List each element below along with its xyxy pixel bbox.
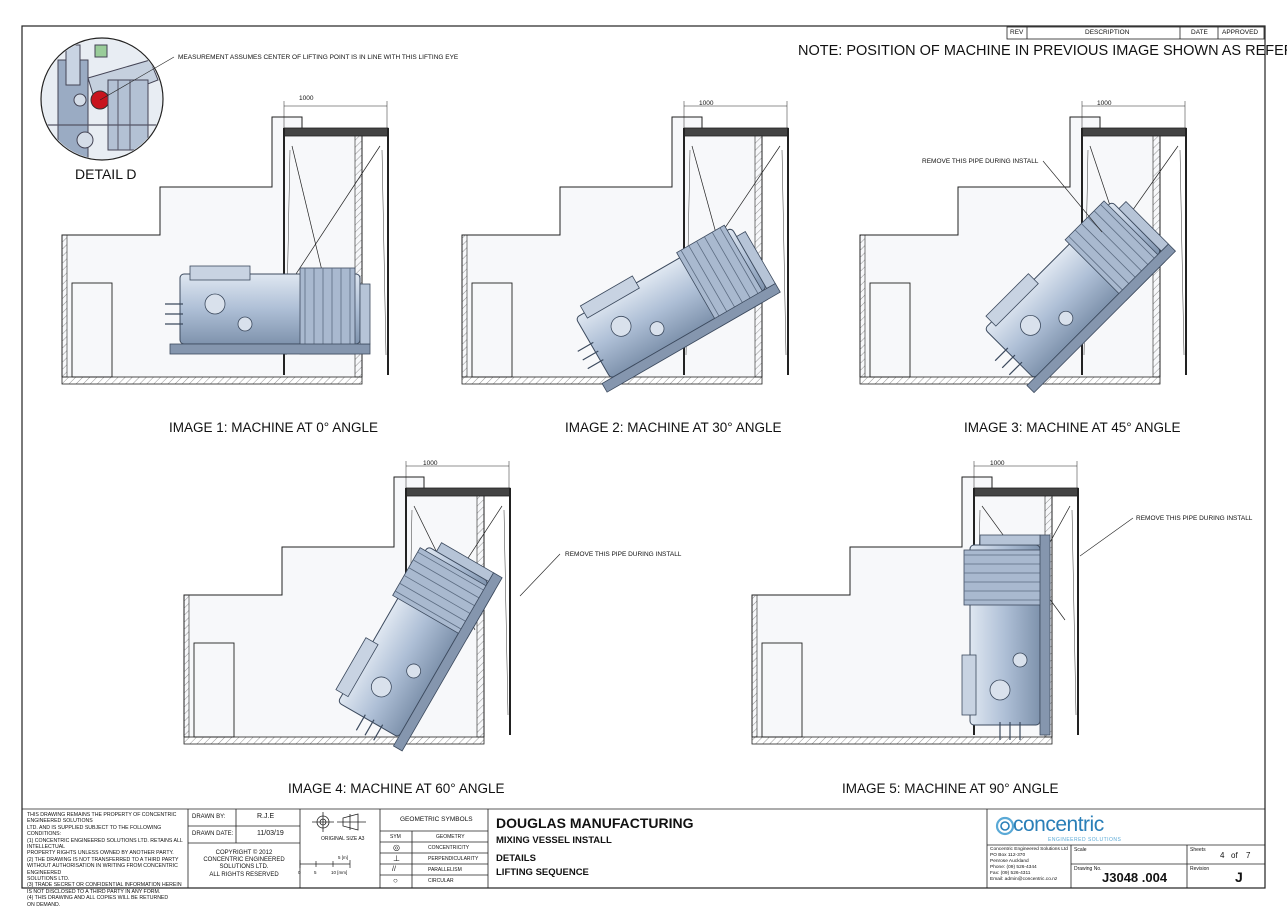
scale-bar-tick-2: 10 [mm] bbox=[331, 870, 348, 875]
concentric-logo-icon bbox=[995, 816, 1015, 836]
disclaimer-line: (4) THIS DRAWING AND ALL COPIES WILL BE … bbox=[27, 895, 169, 902]
image-5-caption: IMAGE 5: MACHINE AT 90° ANGLE bbox=[842, 781, 1059, 796]
disclaimer-line: WITHOUT AUTHORISATION IN WRITING FROM CO… bbox=[27, 863, 178, 876]
disclaimer-line: PROPERTY RIGHTS UNLESS OWNED BY ANOTHER … bbox=[27, 850, 174, 857]
detail-label: DETAIL D bbox=[75, 166, 137, 182]
detail-callout: MEASUREMENT ASSUMES CENTER OF LIFTING PO… bbox=[178, 54, 459, 61]
image-2-caption: IMAGE 2: MACHINE AT 30° ANGLE bbox=[565, 420, 782, 435]
lifting-scene-3 bbox=[859, 101, 1187, 394]
mixing-vessel-4 bbox=[335, 542, 503, 752]
disclaimer-text: THIS DRAWING REMAINS THE PROPERTY OF CON… bbox=[27, 812, 185, 908]
drawn-by-value: R.J.E bbox=[257, 813, 275, 820]
date-header: DATE bbox=[1191, 29, 1208, 36]
image-4-dimension: 1000 bbox=[423, 460, 438, 467]
disclaimer-line: (2) THE DRAWING IS NOT TRANSFERRED TO A … bbox=[27, 856, 179, 863]
company-line: Concentric Engineered Solutions Ltd bbox=[990, 847, 1068, 852]
copyright-line: CONCENTRIC ENGINEERED bbox=[203, 857, 285, 864]
geom-circular: CIRCULAR bbox=[428, 878, 454, 884]
company-line: PO Box 112-370 bbox=[990, 853, 1026, 858]
sym-parallelism: // bbox=[392, 866, 396, 873]
image-1-dimension: 1000 bbox=[299, 95, 314, 102]
drawn-date-value: 11/03/19 bbox=[257, 830, 284, 837]
geom-parallelism: PARALLELISM bbox=[428, 867, 462, 873]
disclaimer-line: IS NOT DISCLOSED TO A THIRD PARTY IN ANY… bbox=[27, 888, 161, 895]
scale-bar-tick-0: 0 bbox=[298, 870, 301, 875]
sheets-label: Sheets bbox=[1190, 847, 1206, 853]
sym-concentricity: ◎ bbox=[393, 843, 400, 852]
client-name: DOUGLAS MANUFACTURING bbox=[496, 815, 694, 831]
image-4-caption: IMAGE 4: MACHINE AT 60° ANGLE bbox=[288, 781, 505, 796]
company-line: Penrose Auckland bbox=[990, 859, 1029, 864]
image-3-pipe-callout: REMOVE THIS PIPE DURING INSTALL bbox=[922, 158, 1039, 165]
image-5-dimension: 1000 bbox=[990, 460, 1005, 467]
revision-table bbox=[1006, 26, 1265, 40]
company-line: Email: admin@concentric.co.nz bbox=[990, 877, 1058, 882]
geometry-header: GEOMETRY bbox=[436, 834, 465, 840]
mixing-vessel-2 bbox=[576, 224, 781, 393]
geom-concentricity: CONCENTRICITY bbox=[428, 845, 470, 851]
lifting-scene-4 bbox=[183, 461, 561, 752]
scale-bar-icon bbox=[299, 860, 351, 868]
sheet-of: of bbox=[1231, 851, 1238, 860]
sheet-total: 7 bbox=[1246, 851, 1251, 860]
mixing-vessel-1 bbox=[165, 265, 371, 355]
projection-symbol-icon bbox=[312, 812, 366, 832]
scale-label: Scale bbox=[1074, 847, 1087, 853]
geometric-symbols-title: GEOMETRIC SYMBOLS bbox=[400, 816, 473, 823]
sheet-border bbox=[21, 25, 1266, 889]
mixing-vessel-5 bbox=[961, 534, 1051, 740]
disclaimer-line: (3) TRADE SECRET OR CONFIDENTIAL INFORMA… bbox=[27, 882, 182, 889]
reference-note: NOTE: POSITION OF MACHINE IN PREVIOUS IM… bbox=[798, 43, 1287, 59]
disclaimer-line: THIS DRAWING REMAINS THE PROPERTY OF CON… bbox=[27, 812, 177, 825]
drawing-title-line-2: LIFTING SEQUENCE bbox=[496, 867, 589, 878]
original-size-label: ORIGINAL SIZE A3 bbox=[321, 836, 365, 842]
sheet-number: 4 bbox=[1220, 851, 1225, 860]
logo-wordmark: concentric bbox=[1013, 813, 1104, 836]
image-4-pipe-callout: REMOVE THIS PIPE DURING INSTALL bbox=[565, 551, 682, 558]
disclaimer-line: ON DEMAND. bbox=[27, 901, 61, 908]
drawing-no-label: Drawing No. bbox=[1074, 866, 1102, 872]
company-line: Phone: (09) 526-4344 bbox=[990, 865, 1037, 870]
detail-d-view bbox=[40, 37, 175, 161]
lifting-scene-5 bbox=[751, 461, 1134, 745]
drawing-number: J3048 .004 bbox=[1102, 870, 1168, 885]
image-2-dimension: 1000 bbox=[699, 100, 714, 107]
disclaimer-line: (1) CONCENTRIC ENGINEERED SOLUTIONS LTD.… bbox=[27, 837, 183, 851]
project-name: MIXING VESSEL INSTALL bbox=[496, 835, 612, 846]
scale-bar-tick-1: 5 bbox=[314, 870, 317, 875]
revision-letter: J bbox=[1235, 869, 1243, 885]
scale-bar-unit: 5 [m] bbox=[338, 855, 349, 860]
copyright-line: ALL RIGHTS RESERVED bbox=[209, 871, 279, 878]
logo-tagline: ENGINEERED SOLUTIONS bbox=[1048, 837, 1122, 843]
drawn-by-label: DRAWN BY: bbox=[192, 814, 226, 820]
revision-label: Revision bbox=[1190, 866, 1210, 872]
title-block bbox=[22, 808, 1265, 888]
image-3-caption: IMAGE 3: MACHINE AT 45° ANGLE bbox=[964, 420, 1181, 435]
rev-header: REV bbox=[1010, 29, 1024, 36]
drawn-date-label: DRAWN DATE: bbox=[192, 831, 234, 837]
image-3-dimension: 1000 bbox=[1097, 100, 1112, 107]
mixing-vessel-3 bbox=[985, 200, 1177, 394]
copyright-line: SOLUTIONS LTD. bbox=[219, 864, 269, 871]
sym-perpendicularity: ⊥ bbox=[393, 854, 400, 863]
copyright-line: COPYRIGHT © 2012 bbox=[215, 850, 273, 856]
sym-circular: ○ bbox=[393, 876, 398, 885]
approved-header: APPROVED bbox=[1222, 29, 1259, 36]
geom-perpendicularity: PERPENDICULARITY bbox=[428, 856, 479, 862]
image-1-caption: IMAGE 1: MACHINE AT 0° ANGLE bbox=[169, 420, 378, 435]
lifting-scene-1 bbox=[61, 101, 389, 385]
sym-header: SYM bbox=[390, 834, 401, 840]
image-5-pipe-callout: REMOVE THIS PIPE DURING INSTALL bbox=[1136, 515, 1253, 522]
disclaimer-line: SOLUTIONS LTD. bbox=[27, 876, 70, 883]
company-line: Fax: (09) 526-4311 bbox=[990, 871, 1031, 876]
disclaimer-line: LTD. AND IS SUPPLIED SUBJECT TO THE FOLL… bbox=[27, 824, 162, 838]
drawing-title-line-1: DETAILS bbox=[496, 853, 536, 864]
description-header: DESCRIPTION bbox=[1085, 29, 1130, 36]
lifting-scene-2 bbox=[461, 101, 789, 393]
